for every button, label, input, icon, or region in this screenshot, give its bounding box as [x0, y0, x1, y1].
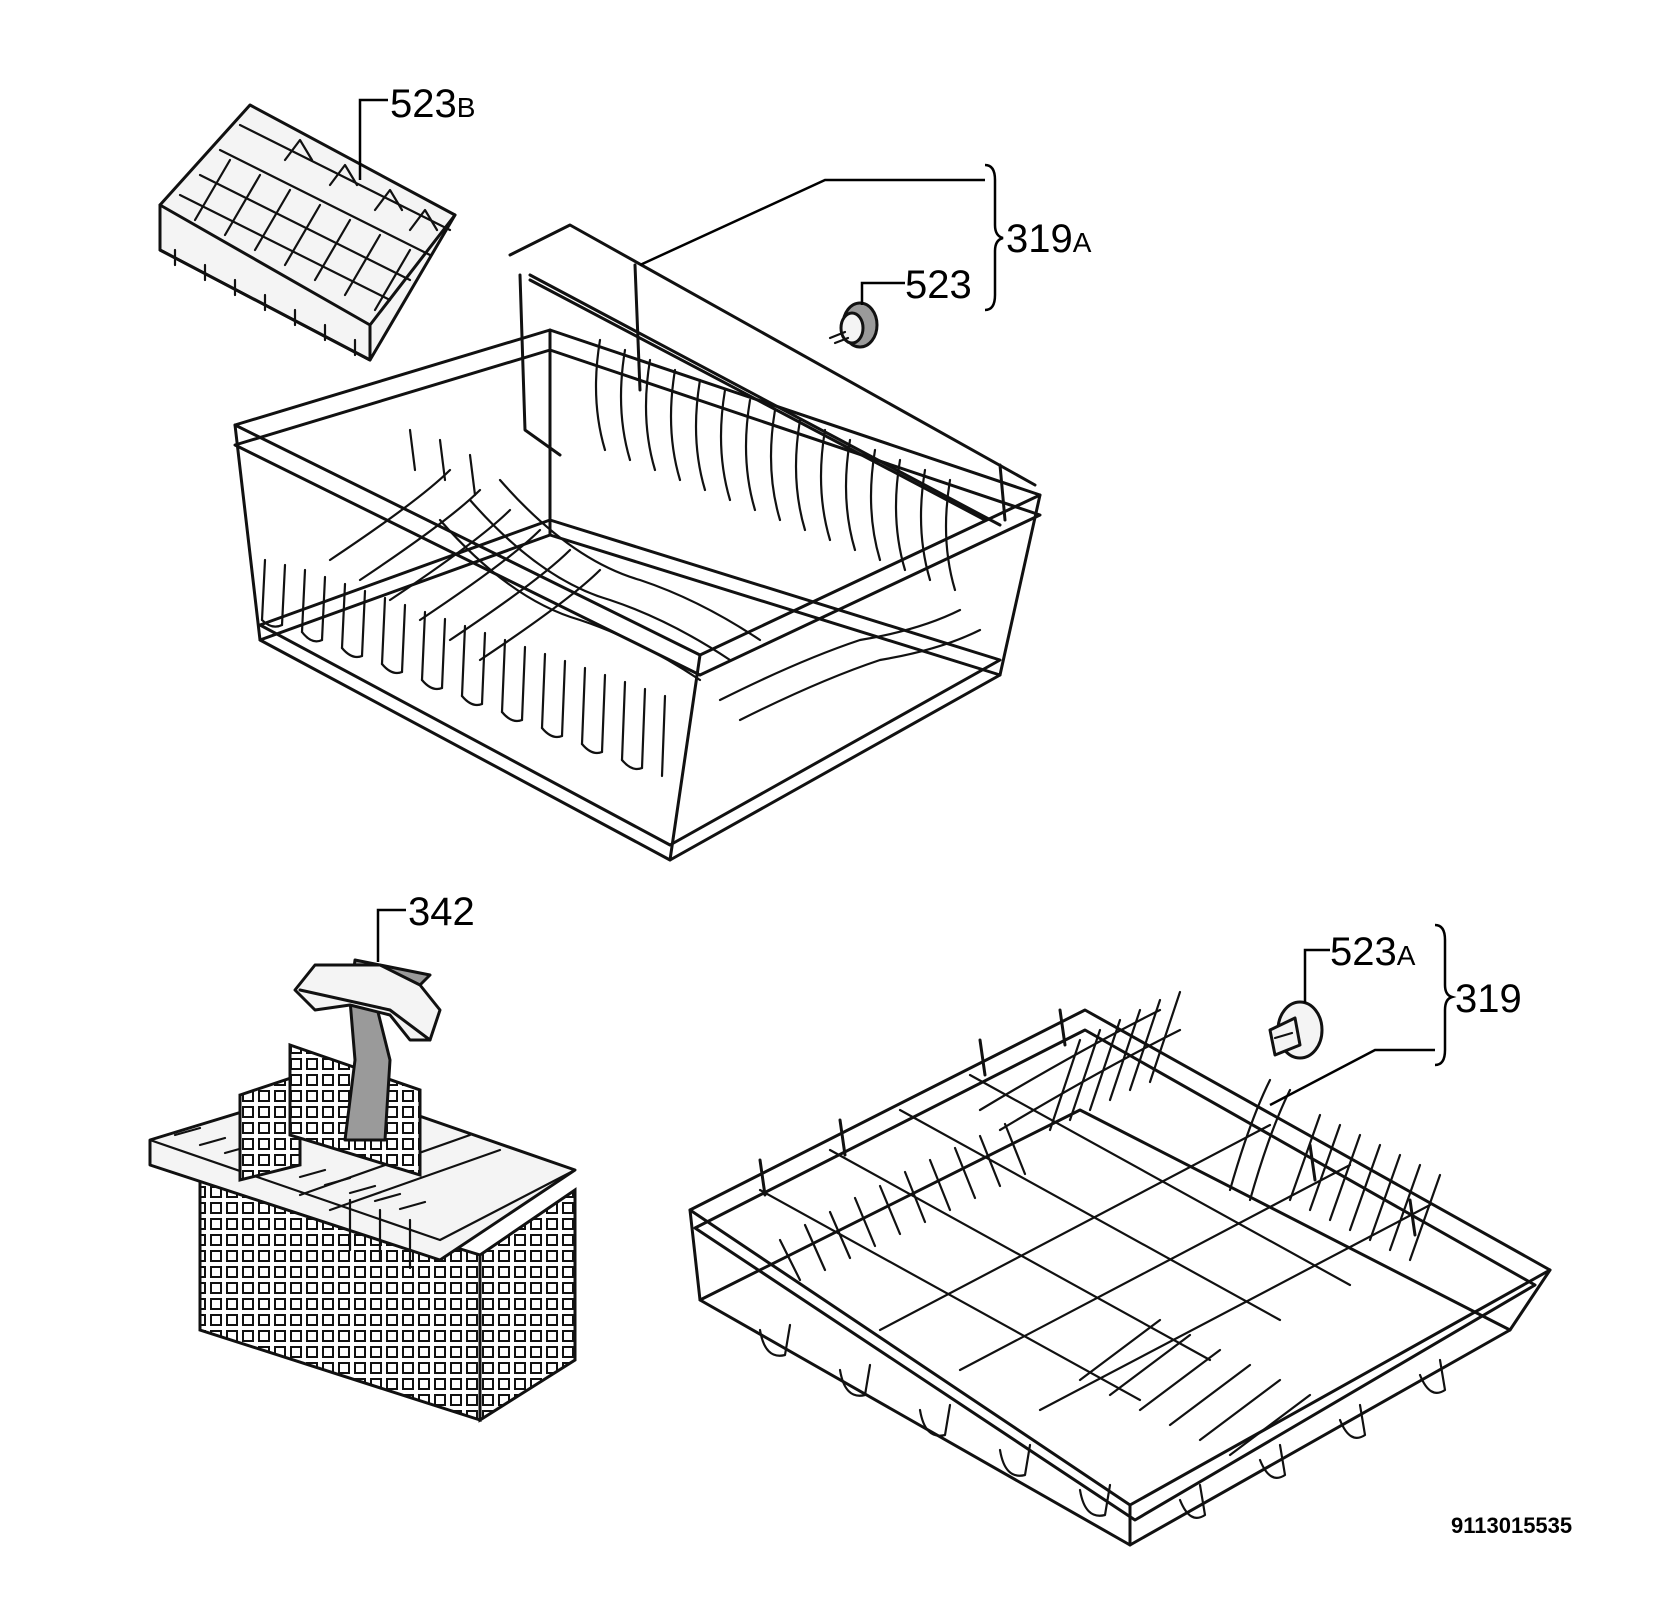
leader-342	[376, 908, 406, 962]
document-number: 9113015535	[1451, 1513, 1572, 1538]
callout-523b: 523B	[390, 82, 475, 126]
callout-523a: 523A	[1330, 930, 1416, 974]
callout-342: 342	[408, 890, 475, 934]
bracket-319a	[984, 163, 1004, 312]
cutlery-basket-342	[148, 958, 577, 1423]
callout-523: 523	[905, 263, 972, 307]
leader-523	[860, 281, 905, 305]
leader-523b	[358, 98, 388, 180]
callout-319: 319	[1455, 977, 1522, 1021]
lower-basket-319	[688, 990, 1552, 1547]
callout-319a: 319A	[1006, 217, 1092, 261]
bracket-319	[1434, 923, 1457, 1067]
upper-basket-319a	[233, 223, 1042, 862]
tine-insert-523b	[158, 103, 457, 362]
wheel-523a	[1268, 1000, 1324, 1060]
wheel-523	[828, 301, 879, 349]
leader-319	[1269, 1048, 1435, 1107]
leader-319a	[639, 178, 985, 267]
leader-523a	[1303, 948, 1330, 1003]
